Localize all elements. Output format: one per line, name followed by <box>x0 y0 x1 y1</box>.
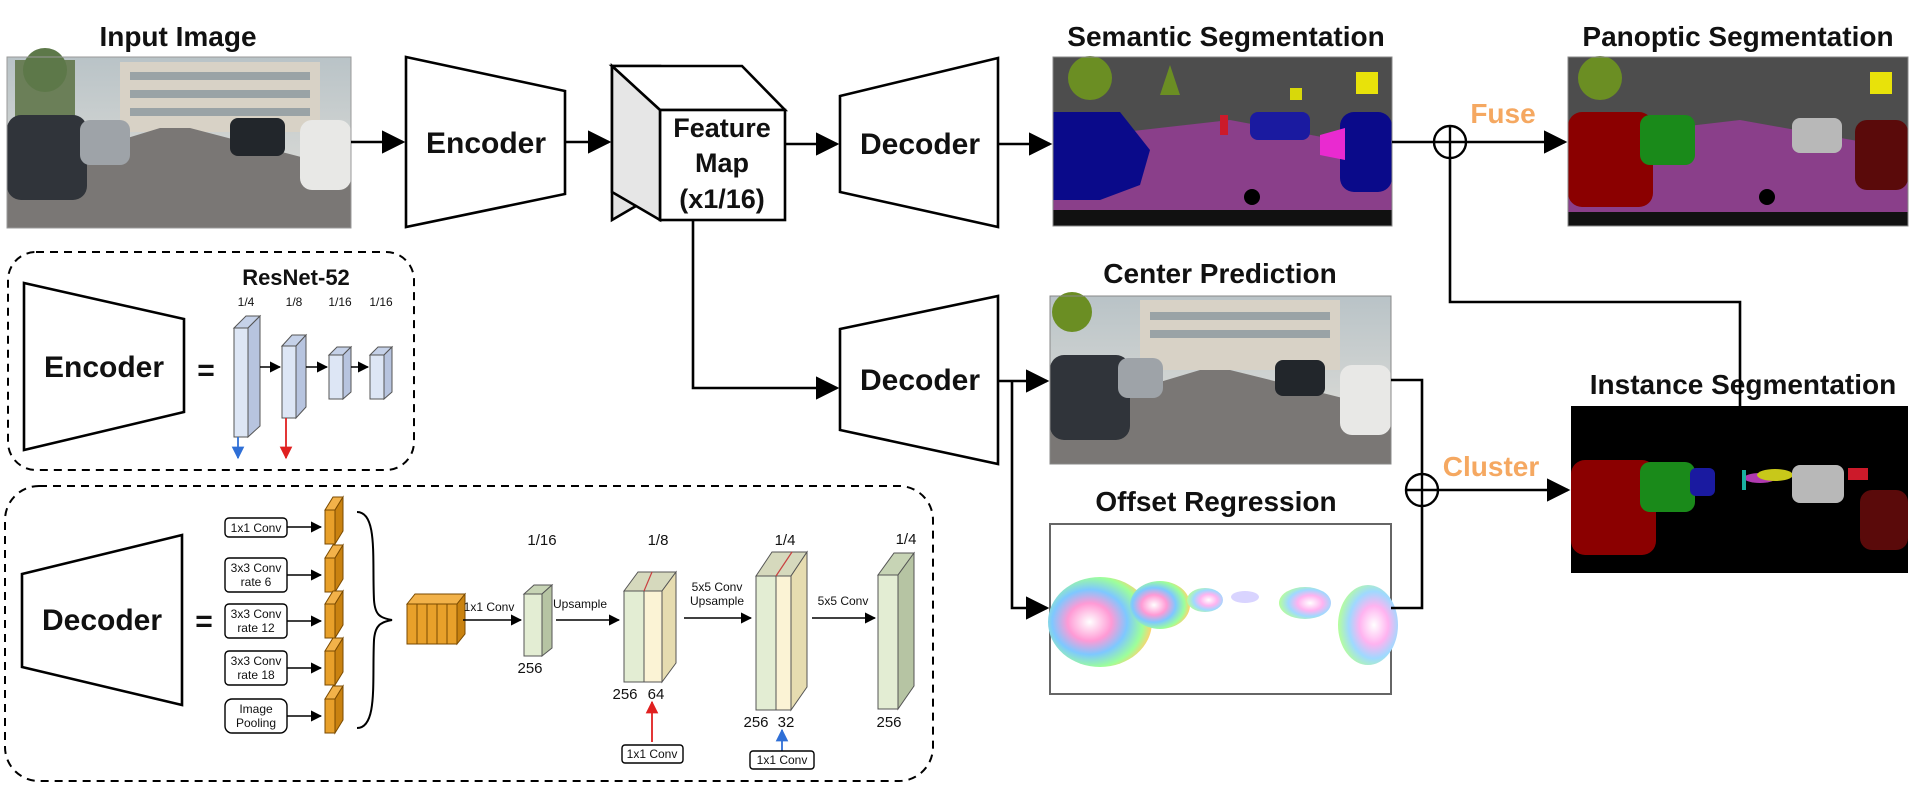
decoder-label-instance: Decoder <box>860 364 980 397</box>
instance-segmentation-image <box>1571 406 1908 573</box>
encoder-label: Encoder <box>426 127 546 160</box>
aspp-branch-5: Image Pooling <box>224 698 288 734</box>
conv5x5-op-label: 5x5 Conv <box>818 594 869 608</box>
main-connectors <box>351 130 1742 620</box>
skip-conv-label-2: 1x1 Conv <box>757 753 808 767</box>
feature-map-block: Feature Map (x1/16) <box>608 63 789 223</box>
title-semantic-segmentation: Semantic Segmentation <box>1067 21 1384 52</box>
encoder-block: Encoder <box>404 55 567 229</box>
aspp-branch-5-line1: Image <box>239 702 273 716</box>
title-input-image: Input Image <box>99 21 256 52</box>
dec-ch-256-c: 256 <box>743 714 768 731</box>
dec-ch-32: 32 <box>778 714 795 731</box>
aspp-branch-3-line2: rate 12 <box>237 621 275 635</box>
dec-ch-256-d: 256 <box>876 714 901 731</box>
resnet-stage-4 <box>368 345 394 401</box>
offset-regression-image <box>1048 523 1398 695</box>
conv5x5-upsample-line1: 5x5 Conv <box>692 580 743 594</box>
decoder-label-semantic: Decoder <box>860 128 980 161</box>
concat-brace <box>356 511 393 729</box>
encoder-detail-label: Encoder <box>44 351 164 384</box>
title-instance-segmentation: Instance Segmentation <box>1590 369 1897 400</box>
input-image <box>6 48 352 229</box>
dec-layer-1-4-a <box>755 550 808 712</box>
resnet-scale-3: 1/16 <box>328 295 352 309</box>
dec-layer-1-4-b <box>877 551 915 711</box>
resnet-stage-3 <box>327 345 353 401</box>
aspp-branch-4: 3x3 Conv rate 18 <box>224 650 288 686</box>
feature-map-line3: (x1/16) <box>679 184 765 214</box>
decoder-block-instance: Decoder <box>838 294 1000 466</box>
panoptic-segmentation-image <box>1567 56 1909 227</box>
dec-ch-256-b: 256 <box>612 686 637 703</box>
aspp-branch-4-line2: rate 18 <box>237 668 275 682</box>
aspp-branch-5-line2: Pooling <box>236 716 276 730</box>
cluster-operator <box>1404 472 1440 508</box>
aspp-branch-2-line1: 3x3 Conv <box>231 561 282 575</box>
resnet-stage-1 <box>232 314 262 439</box>
title-offset-regression: Offset Regression <box>1095 486 1336 517</box>
skip-conv-box-1 <box>621 744 684 764</box>
skip-conv-label-1: 1x1 Conv <box>627 747 678 761</box>
resnet-scale-1: 1/4 <box>238 295 255 309</box>
cluster-label: Cluster <box>1443 451 1540 482</box>
aspp-branch-3: 3x3 Conv rate 12 <box>224 603 288 639</box>
resnet-stage-2 <box>280 333 308 420</box>
aspp-branch-3-line1: 3x3 Conv <box>231 607 282 621</box>
decoder-detail-panel: Decoder = 1x1 Conv 3x3 Conv rate 6 3x3 C… <box>4 485 934 782</box>
encoder-detail-panel: Encoder = ResNet-52 1/4 1/8 1/16 1/16 <box>7 251 415 471</box>
aspp-features <box>324 495 344 735</box>
dec-ch-64: 64 <box>648 686 665 703</box>
aspp-branch-2-line2: rate 6 <box>241 575 272 589</box>
conv1x1-op-label: 1x1 Conv <box>464 600 515 614</box>
dec-scale-2: 1/8 <box>648 532 669 549</box>
title-panoptic-segmentation: Panoptic Segmentation <box>1582 21 1893 52</box>
resnet-scale-2: 1/8 <box>286 295 303 309</box>
decoder-equals: = <box>195 605 213 638</box>
resnet-label: ResNet-52 <box>242 265 350 290</box>
decoder-detail-label: Decoder <box>42 604 162 637</box>
decoder-block-semantic: Decoder <box>838 56 1000 229</box>
resnet-scale-4: 1/16 <box>369 295 393 309</box>
aspp-branch-1-label: 1x1 Conv <box>231 521 282 535</box>
dec-layer-1-8 <box>623 570 677 684</box>
upsample-op-label: Upsample <box>553 597 607 611</box>
dec-scale-3: 1/4 <box>775 532 796 549</box>
concat-feature-block <box>405 592 467 646</box>
conv5x5-upsample-line2: Upsample <box>690 594 744 608</box>
aspp-arrows <box>287 521 323 722</box>
title-center-prediction: Center Prediction <box>1103 258 1336 289</box>
fuse-label: Fuse <box>1470 98 1535 129</box>
feature-map-line1: Feature <box>673 113 771 143</box>
dec-scale-4: 1/4 <box>896 531 917 548</box>
dec-layer-1-16 <box>522 583 554 658</box>
skip-conv-box-2 <box>749 750 815 770</box>
center-prediction-image <box>1049 292 1392 465</box>
dec-ch-256-a: 256 <box>517 660 542 677</box>
aspp-branch-2: 3x3 Conv rate 6 <box>224 557 288 593</box>
aspp-branch-1: 1x1 Conv <box>224 517 288 538</box>
aspp-branch-4-line1: 3x3 Conv <box>231 654 282 668</box>
fuse-operator <box>1432 124 1468 160</box>
feature-map-line2: Map <box>695 148 749 178</box>
semantic-segmentation-image <box>1052 56 1393 227</box>
encoder-equals: = <box>197 354 215 387</box>
dec-scale-1: 1/16 <box>527 532 556 549</box>
